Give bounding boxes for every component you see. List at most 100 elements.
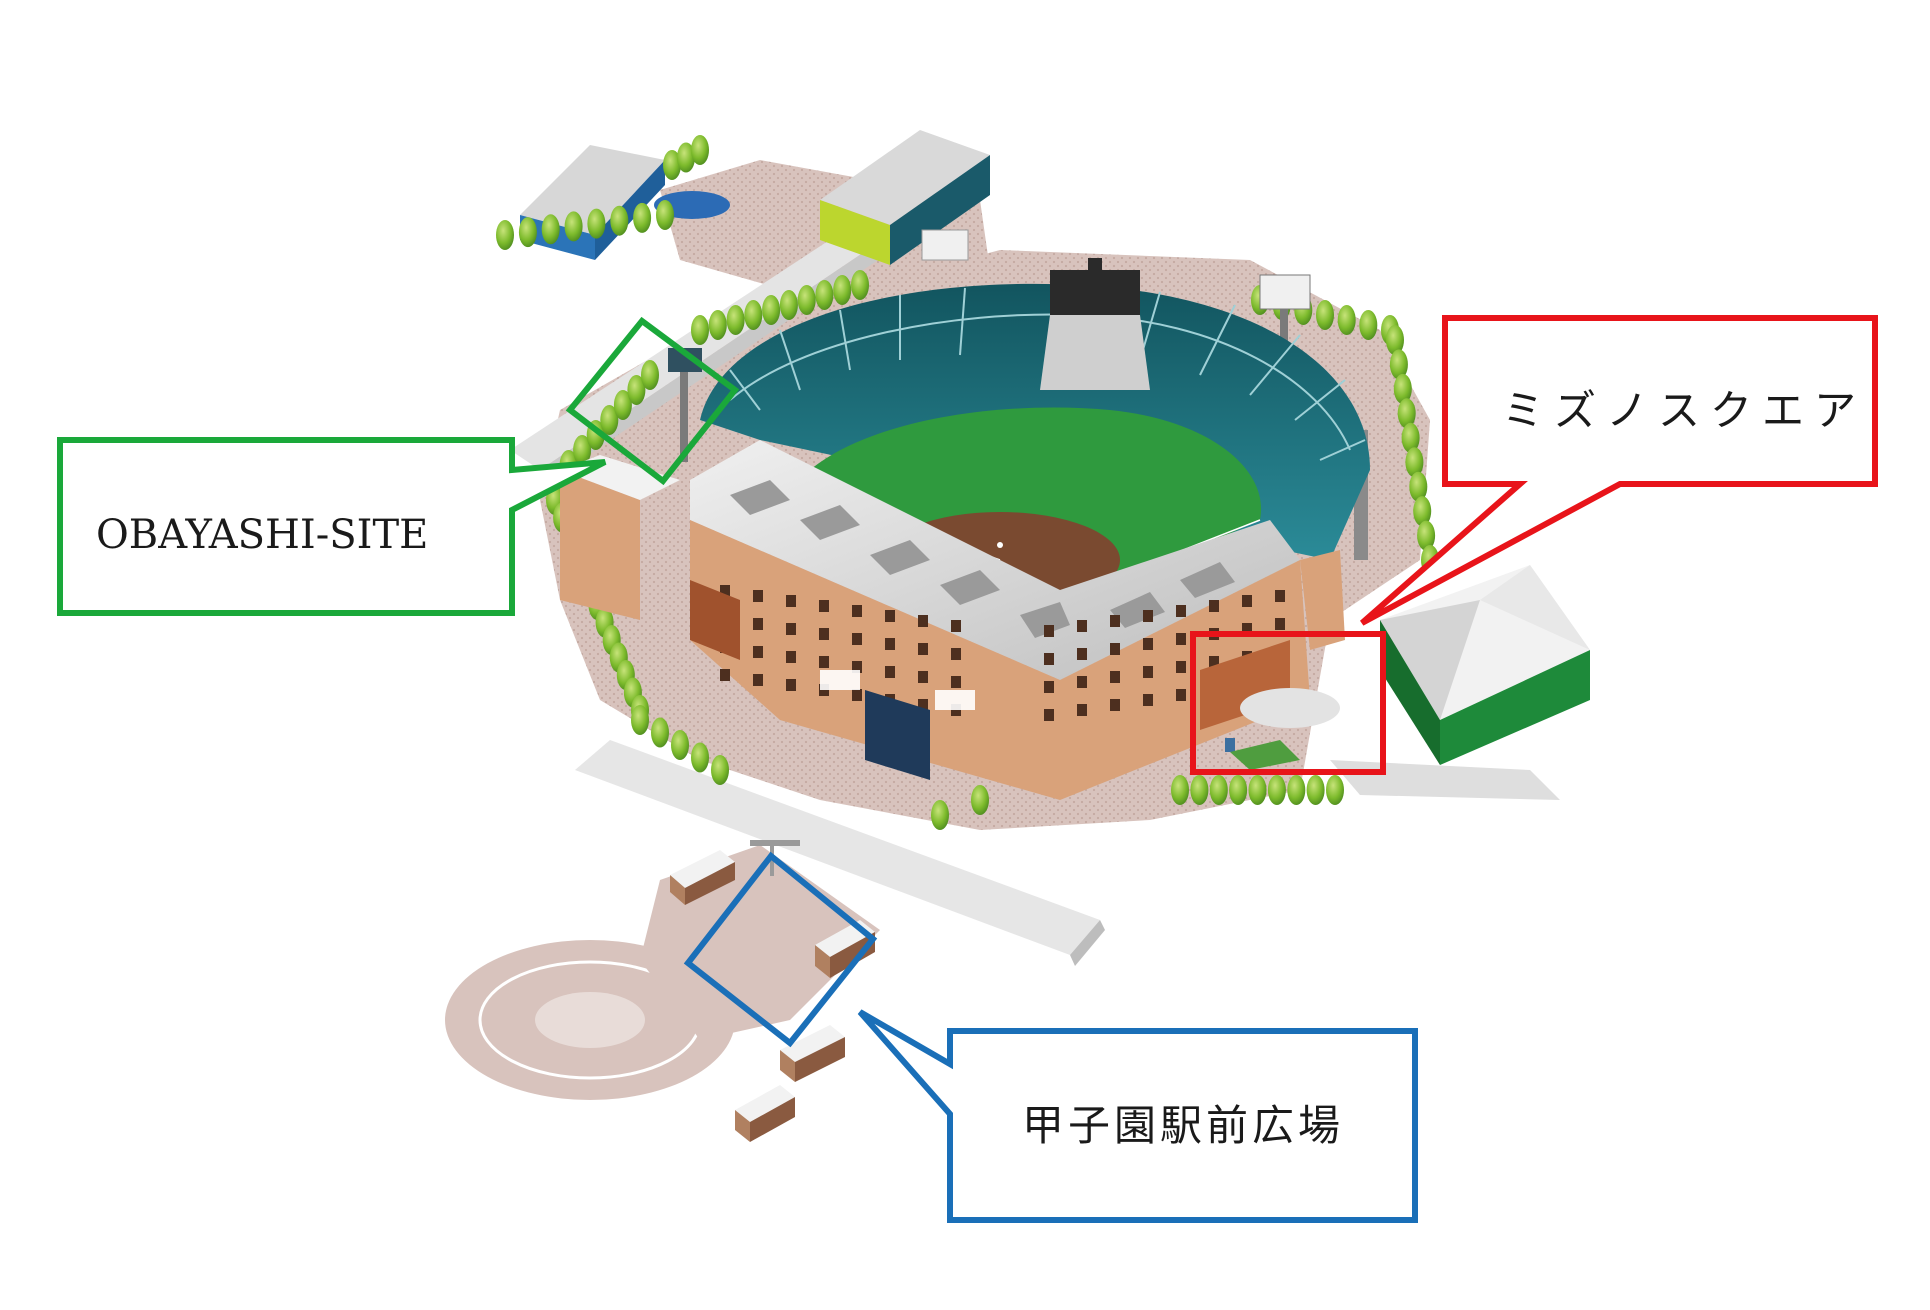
facade-window [786, 623, 796, 635]
facade-window [951, 620, 961, 632]
tree [1386, 325, 1404, 355]
facade-window [885, 610, 895, 622]
tree [610, 205, 629, 236]
tree [1409, 471, 1428, 502]
facade-window [1077, 648, 1087, 660]
facade-window [885, 638, 895, 650]
tree [633, 202, 652, 233]
north-building-right [820, 130, 990, 265]
facade-window [852, 633, 862, 645]
facade-window [1110, 615, 1120, 627]
tree [587, 208, 606, 239]
tree [1417, 520, 1436, 551]
tree [627, 375, 646, 405]
facade-window [1275, 590, 1285, 602]
tree [573, 435, 592, 465]
tree [691, 135, 709, 165]
tree [1326, 775, 1344, 805]
tree [1190, 775, 1209, 805]
facade-window [819, 628, 829, 640]
facade-window [885, 666, 895, 678]
tree [631, 705, 649, 735]
facade-window [951, 648, 961, 660]
tree [691, 742, 709, 773]
facade-window [720, 585, 730, 597]
callout-box-obayashi [57, 437, 607, 616]
facade-window [786, 595, 796, 607]
tree [1359, 310, 1378, 340]
callout-box-station [857, 1009, 1418, 1223]
tree [1401, 422, 1420, 453]
tree [564, 211, 583, 242]
facade-window [1044, 625, 1054, 637]
dome-building [1380, 565, 1590, 765]
tree [971, 785, 989, 815]
tree [1316, 300, 1334, 330]
facade-window [1176, 689, 1186, 701]
highlight-marker-obayashi [565, 316, 740, 486]
facade-window [1110, 671, 1120, 683]
tree [663, 150, 681, 180]
tree [1393, 373, 1412, 404]
tree [711, 755, 729, 785]
tree [1405, 447, 1424, 478]
facade-window [786, 679, 796, 691]
callout-box-mizuno [1360, 315, 1878, 626]
station-plaza [445, 840, 880, 1142]
tree [1397, 398, 1416, 429]
tree [1306, 775, 1325, 805]
tree [651, 717, 669, 748]
tree [1229, 775, 1248, 805]
facade-window [819, 600, 829, 612]
facade-window [786, 651, 796, 663]
callout-label-obayashi: OBAYASHI-SITE [96, 512, 428, 558]
tree [815, 280, 834, 310]
facade-window [1143, 666, 1153, 678]
tree [851, 270, 869, 300]
facade-window [852, 661, 862, 673]
tree [1413, 496, 1432, 527]
facade-window [753, 618, 763, 630]
tree [1171, 775, 1189, 805]
facade-window [1176, 605, 1186, 617]
facade-window [1176, 661, 1186, 673]
tree [833, 275, 852, 305]
tree [1248, 775, 1267, 805]
tree [677, 142, 695, 173]
tree [541, 214, 560, 245]
facade-window [819, 656, 829, 668]
tree [1389, 349, 1408, 380]
tree [641, 360, 659, 390]
tree [1267, 775, 1286, 805]
facade-window [720, 669, 730, 681]
facade-window [1209, 656, 1219, 668]
tree [518, 217, 537, 248]
facade-window [1242, 623, 1252, 635]
facade-window [1242, 595, 1252, 607]
callout-mizuno[interactable]: ミズノスクエア [1190, 315, 1878, 775]
callout-label-mizuno: ミズノスクエア [1502, 386, 1866, 435]
facade-window [1110, 643, 1120, 655]
facade-window [918, 643, 928, 655]
callout-obayashi[interactable]: OBAYASHI-SITE [57, 316, 740, 616]
tree [726, 305, 745, 335]
callout-station[interactable]: 甲子園駅前広場 [683, 851, 1418, 1223]
tree [691, 315, 709, 345]
tree [931, 800, 949, 830]
facade-window [918, 615, 928, 627]
tree [797, 285, 816, 315]
tree [613, 390, 632, 420]
facade-window [753, 590, 763, 602]
tree [671, 730, 689, 760]
tree [1337, 305, 1356, 335]
highlight-marker-station [683, 851, 878, 1048]
facade-window [1275, 618, 1285, 630]
facade-window [1077, 676, 1087, 688]
facade-window [918, 671, 928, 683]
facade-window [753, 674, 763, 686]
facade-window [1176, 633, 1186, 645]
north-light-tower [921, 229, 969, 261]
tree [496, 220, 514, 250]
facade-window [951, 676, 961, 688]
facade-window [852, 689, 862, 701]
